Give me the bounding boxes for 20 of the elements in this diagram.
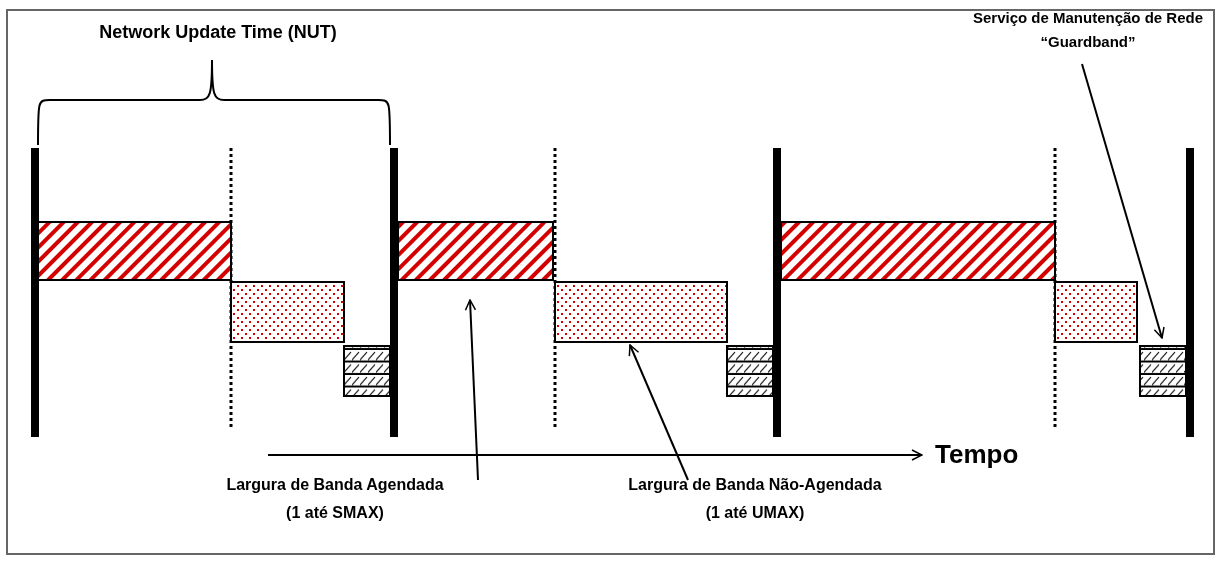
guardband-box xyxy=(726,345,774,397)
leader-arrow xyxy=(464,299,479,481)
text-label: Network Update Time (NUT) xyxy=(99,22,337,43)
guardband-box xyxy=(343,345,391,397)
bandwidth-bar xyxy=(554,281,728,343)
annotation-text: Serviço de Manutenção de Rede xyxy=(972,9,1204,26)
guardband-box xyxy=(1139,345,1187,397)
annotation-text: Largura de Banda Não-Agendada xyxy=(628,476,882,493)
bandwidth-bar xyxy=(1054,281,1138,343)
leader-arrow xyxy=(1081,63,1165,339)
bandwidth-bar xyxy=(780,221,1056,281)
annotation-text: Largura de Banda Agendada xyxy=(226,476,444,493)
leader-arrow xyxy=(628,344,689,481)
text-label: Tempo xyxy=(935,439,1019,470)
bandwidth-bar xyxy=(230,281,345,343)
annotation-subtext: (1 até UMAX) xyxy=(705,504,805,521)
annotation-subtext: (1 até SMAX) xyxy=(286,504,384,521)
bandwidth-bar xyxy=(37,221,232,281)
bandwidth-bar xyxy=(397,221,554,281)
annotation-subtext: “Guardband” xyxy=(1040,33,1136,50)
